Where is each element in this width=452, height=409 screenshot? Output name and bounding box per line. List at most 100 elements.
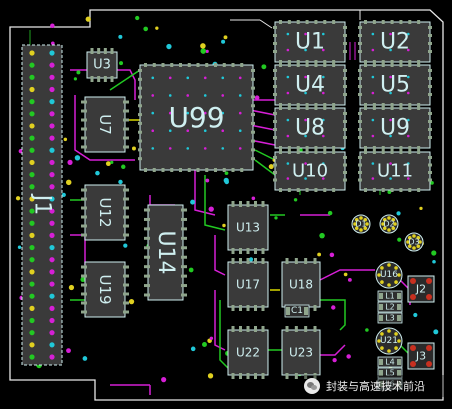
via bbox=[208, 206, 214, 212]
component-u18[interactable] bbox=[281, 258, 321, 311]
component-d1[interactable] bbox=[351, 214, 371, 234]
via bbox=[207, 373, 214, 379]
designator-l1: L1 bbox=[385, 292, 395, 301]
via bbox=[293, 198, 298, 202]
via bbox=[431, 250, 437, 256]
via bbox=[15, 196, 21, 201]
component-u19[interactable] bbox=[81, 261, 129, 318]
via bbox=[73, 77, 77, 81]
component-u99[interactable] bbox=[138, 63, 255, 172]
via bbox=[432, 259, 436, 264]
via bbox=[365, 328, 369, 332]
designator-u23: U23 bbox=[289, 346, 313, 360]
component-u13[interactable] bbox=[227, 201, 269, 254]
component-l6[interactable] bbox=[377, 378, 403, 390]
footer-text: 封装与高速技术前沿 bbox=[326, 380, 425, 393]
component-u11[interactable] bbox=[358, 150, 432, 192]
via bbox=[254, 95, 260, 100]
component-l2[interactable] bbox=[377, 301, 403, 313]
via bbox=[396, 211, 401, 216]
via bbox=[67, 159, 73, 165]
via bbox=[110, 160, 114, 164]
component-u17[interactable] bbox=[227, 258, 269, 311]
watermark-footer: 封装与高速技术前沿 bbox=[304, 375, 450, 397]
via bbox=[190, 346, 196, 352]
via bbox=[190, 199, 196, 205]
designator-u7: U7 bbox=[96, 114, 114, 135]
via bbox=[17, 245, 22, 249]
component-j1[interactable] bbox=[21, 44, 63, 366]
via bbox=[118, 179, 123, 185]
designator-u14: U14 bbox=[153, 230, 178, 274]
component-l1[interactable] bbox=[377, 290, 403, 302]
component-u14[interactable] bbox=[144, 204, 187, 301]
component-d3[interactable] bbox=[404, 232, 424, 252]
designator-u16: U16 bbox=[380, 270, 398, 280]
via bbox=[50, 41, 55, 46]
designator-u10: U10 bbox=[292, 161, 328, 182]
via bbox=[143, 26, 149, 32]
component-u16[interactable] bbox=[375, 261, 403, 289]
via bbox=[224, 171, 229, 176]
via bbox=[128, 299, 135, 305]
component-l5[interactable] bbox=[377, 367, 403, 379]
via bbox=[76, 70, 81, 75]
via bbox=[118, 34, 123, 39]
component-d2[interactable] bbox=[379, 214, 399, 234]
component-u9[interactable] bbox=[358, 106, 432, 150]
component-u7[interactable] bbox=[81, 96, 129, 153]
designator-u9: U9 bbox=[380, 116, 410, 141]
component-u8[interactable] bbox=[273, 106, 347, 150]
via bbox=[121, 164, 126, 169]
designator-j2: J2 bbox=[415, 283, 426, 296]
via bbox=[166, 43, 172, 50]
via bbox=[274, 216, 278, 220]
component-c1[interactable] bbox=[284, 304, 310, 318]
component-u21[interactable] bbox=[375, 327, 403, 355]
component-u5[interactable] bbox=[358, 63, 432, 107]
component-u1[interactable] bbox=[273, 20, 347, 64]
designator-l6: L6 bbox=[385, 380, 395, 389]
designator-u12: U12 bbox=[96, 197, 114, 227]
via bbox=[105, 161, 111, 167]
designator-l3: L3 bbox=[385, 314, 395, 323]
component-u12[interactable] bbox=[81, 184, 129, 241]
via bbox=[119, 61, 124, 66]
via bbox=[131, 146, 136, 151]
designator-d1: D1 bbox=[355, 220, 366, 229]
component-u4[interactable] bbox=[273, 63, 347, 107]
via bbox=[327, 210, 333, 216]
component-j3[interactable] bbox=[407, 342, 435, 370]
component-u22[interactable] bbox=[227, 326, 269, 379]
via bbox=[221, 39, 226, 44]
component-u23[interactable] bbox=[281, 326, 321, 379]
designator-u8: U8 bbox=[295, 116, 325, 141]
via bbox=[222, 223, 226, 228]
via bbox=[329, 252, 335, 258]
via bbox=[65, 179, 72, 186]
designator-u11: U11 bbox=[377, 161, 413, 182]
designator-d3: D3 bbox=[408, 238, 419, 247]
wechat-icon bbox=[304, 378, 320, 394]
via bbox=[430, 181, 434, 185]
component-j2[interactable] bbox=[407, 275, 435, 303]
via bbox=[200, 43, 206, 49]
component-u10[interactable] bbox=[273, 150, 347, 192]
via bbox=[155, 26, 159, 30]
via bbox=[123, 243, 128, 248]
via bbox=[66, 348, 71, 354]
designator-l2: L2 bbox=[385, 303, 395, 312]
designator-u2: U2 bbox=[380, 30, 410, 55]
via bbox=[251, 196, 256, 201]
board-notch bbox=[230, 19, 273, 29]
via bbox=[200, 48, 207, 54]
component-l4[interactable] bbox=[377, 356, 403, 368]
component-u3[interactable] bbox=[86, 48, 118, 82]
component-u2[interactable] bbox=[358, 20, 432, 64]
via bbox=[188, 267, 194, 273]
via bbox=[343, 272, 348, 277]
component-l3[interactable] bbox=[377, 312, 403, 324]
via bbox=[224, 179, 229, 185]
